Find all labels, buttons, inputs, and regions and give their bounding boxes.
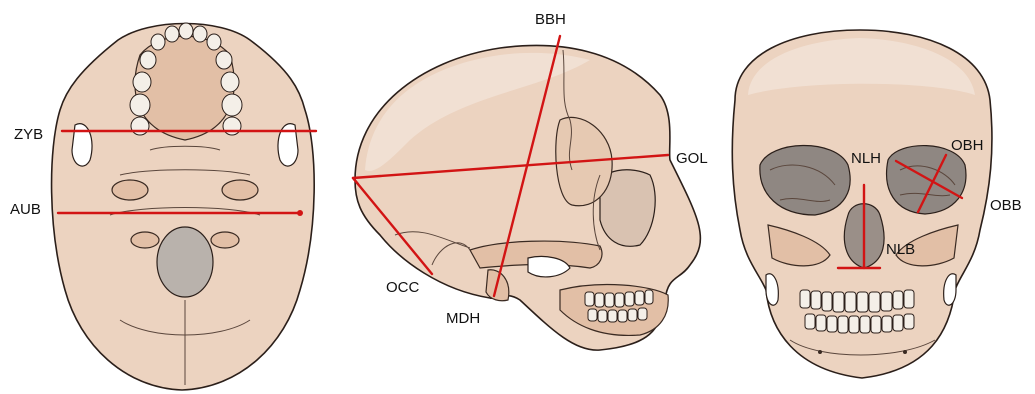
aub-label: AUB: [10, 201, 41, 218]
mdh-label: MDH: [446, 310, 480, 327]
nlb-label: NLB: [886, 241, 915, 258]
bbh-label: BBH: [535, 11, 566, 28]
obb-label: OBB: [990, 197, 1022, 214]
zyb-label: ZYB: [14, 126, 43, 143]
occ-label: OCC: [386, 279, 420, 296]
gol-label: GOL: [676, 150, 708, 167]
inferior-view-skull: [52, 23, 315, 390]
obh-label: OBH: [951, 137, 984, 154]
lateral-view-skull: [355, 45, 700, 350]
nlh-label: NLH: [851, 150, 881, 167]
frontal-view-skull: [732, 30, 992, 378]
